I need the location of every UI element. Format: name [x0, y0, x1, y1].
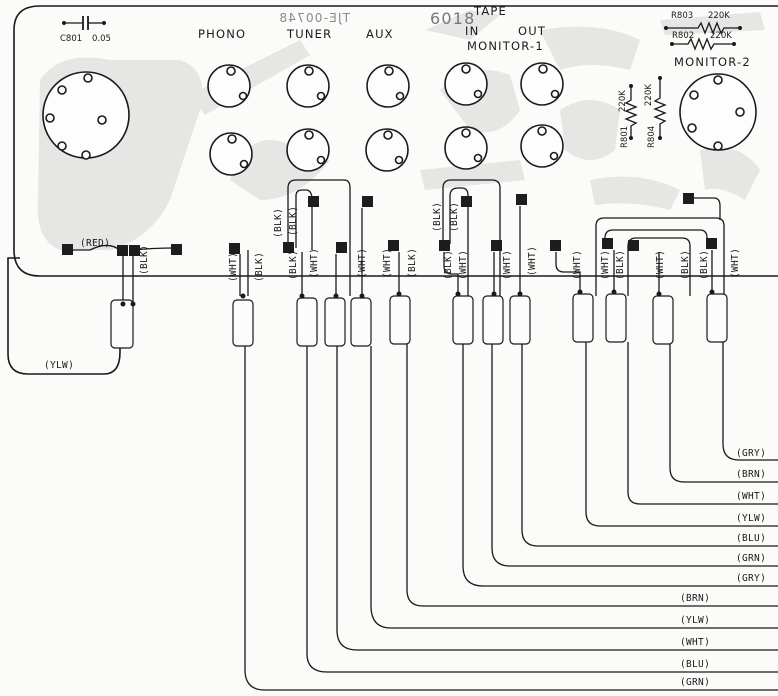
svg-text:220K: 220K	[618, 90, 628, 112]
terminal-pads	[62, 193, 717, 256]
svg-text:(WHT): (WHT)	[382, 248, 393, 278]
rca-jack-aux-bottom	[365, 128, 409, 172]
svg-text:(WHT): (WHT)	[572, 250, 583, 280]
heading-aux: AUX	[366, 27, 394, 41]
rca-jack-tape-in-bottom	[444, 126, 488, 170]
partial-board-code: 6018	[430, 9, 476, 28]
bottom-lead-label: (WHT)	[680, 637, 710, 648]
din-socket-right	[679, 73, 757, 151]
svg-text:R804: R804	[647, 126, 657, 148]
svg-text:R801: R801	[620, 126, 630, 148]
rca-jack-phono-top	[207, 64, 251, 108]
heading-monitor-2: MONITOR-2	[674, 55, 751, 69]
svg-text:(BLK): (BLK)	[680, 250, 691, 280]
bottom-lead-labels: (BRN) (YLW) (WHT) (BLU) (GRN)	[680, 593, 710, 688]
bottom-lead-label: (BLU)	[680, 659, 710, 670]
right-lead-label: (BLU)	[736, 533, 766, 544]
svg-text:(BLK): (BLK)	[288, 206, 299, 236]
c801-value: 0.05	[92, 34, 111, 44]
pad-labels: (RED) (BLK) (WHT) (BLK) (BLK) (BLK) (BLK…	[80, 202, 741, 282]
right-lead-label: (GRY)	[736, 573, 766, 584]
svg-text:(WHT): (WHT)	[502, 250, 513, 280]
board-outline	[13, 5, 778, 277]
rca-jack-tuner-top	[286, 64, 330, 108]
din-socket-left	[42, 71, 130, 160]
ylw-lead-wire	[7, 257, 121, 375]
svg-text:(WHT): (WHT)	[458, 250, 469, 280]
heading-phono: PHONO	[198, 27, 246, 41]
harness-leads	[244, 342, 778, 691]
pad-label-red: (RED)	[80, 238, 110, 249]
svg-text:(WHT): (WHT)	[655, 250, 666, 280]
svg-text:220K: 220K	[644, 84, 654, 106]
svg-text:(WHT): (WHT)	[730, 248, 741, 278]
rca-jack-tape-out-bottom	[520, 124, 564, 168]
svg-text:R802: R802	[672, 31, 694, 41]
svg-text:(BLK): (BLK)	[288, 250, 299, 280]
heading-tape-out: OUT	[518, 24, 546, 38]
svg-text:(BLK): (BLK)	[254, 252, 265, 282]
svg-text:(WHT): (WHT)	[527, 246, 538, 276]
svg-text:(WHT): (WHT)	[309, 248, 320, 278]
rca-jack-tape-out-top	[520, 62, 564, 106]
svg-text:220K: 220K	[710, 31, 732, 41]
right-lead-labels: (GRY) (BRN) (WHT) (YLW) (BLU) (GRN) (GRY…	[736, 448, 766, 584]
svg-text:(BLK): (BLK)	[699, 250, 710, 280]
resistor-r802: R802 220K	[670, 31, 736, 51]
svg-text:(WHT): (WHT)	[600, 250, 611, 280]
rca-jack-tuner-bottom	[286, 128, 330, 172]
mirrored-part-number: TJE-00748	[278, 11, 351, 25]
svg-text:(BLK): (BLK)	[139, 245, 150, 275]
svg-text:(BLK): (BLK)	[449, 202, 460, 232]
ylw-lead-label: (YLW)	[44, 360, 74, 371]
svg-text:(BLK): (BLK)	[443, 250, 454, 280]
pcb-trace-artwork	[37, 10, 765, 250]
shield-sleeves	[110, 293, 728, 349]
svg-text:(BLK): (BLK)	[432, 202, 443, 232]
rca-jack-aux-top	[366, 64, 410, 108]
heading-tape-in: IN	[465, 24, 479, 38]
heading-tape: TAPE	[473, 4, 507, 18]
rca-jack-tape-in-top	[444, 62, 488, 106]
right-lead-label: (GRY)	[736, 448, 766, 459]
resistor-r804: R804 220K	[644, 76, 667, 148]
right-lead-label: (YLW)	[736, 513, 766, 524]
resistor-r801: R801 220K	[618, 84, 638, 148]
right-lead-label: (GRN)	[736, 553, 766, 564]
right-lead-label: (WHT)	[736, 491, 766, 502]
svg-text:220K: 220K	[708, 11, 730, 21]
resistor-r803: R803 220K	[664, 11, 742, 35]
heading-monitor-1: MONITOR-1	[467, 39, 544, 53]
right-lead-label: (BRN)	[736, 469, 766, 480]
heading-tuner: TUNER	[286, 27, 332, 41]
svg-text:(BLK): (BLK)	[273, 208, 284, 238]
shield-dots	[120, 289, 715, 307]
svg-text:(BLK): (BLK)	[615, 250, 626, 280]
shield-leads	[122, 206, 713, 306]
capacitor-c801: C801 0.05	[60, 16, 111, 44]
bottom-lead-label: (GRN)	[680, 677, 710, 688]
rca-jack-grid	[207, 62, 564, 176]
svg-text:(WHT): (WHT)	[228, 252, 239, 282]
svg-text:(BLK): (BLK)	[407, 248, 418, 278]
bottom-lead-label: (YLW)	[680, 615, 710, 626]
c801-ref: C801	[60, 34, 82, 44]
svg-text:R803: R803	[671, 11, 693, 21]
rca-jack-phono-bottom	[209, 132, 253, 176]
bottom-lead-label: (BRN)	[680, 593, 710, 604]
